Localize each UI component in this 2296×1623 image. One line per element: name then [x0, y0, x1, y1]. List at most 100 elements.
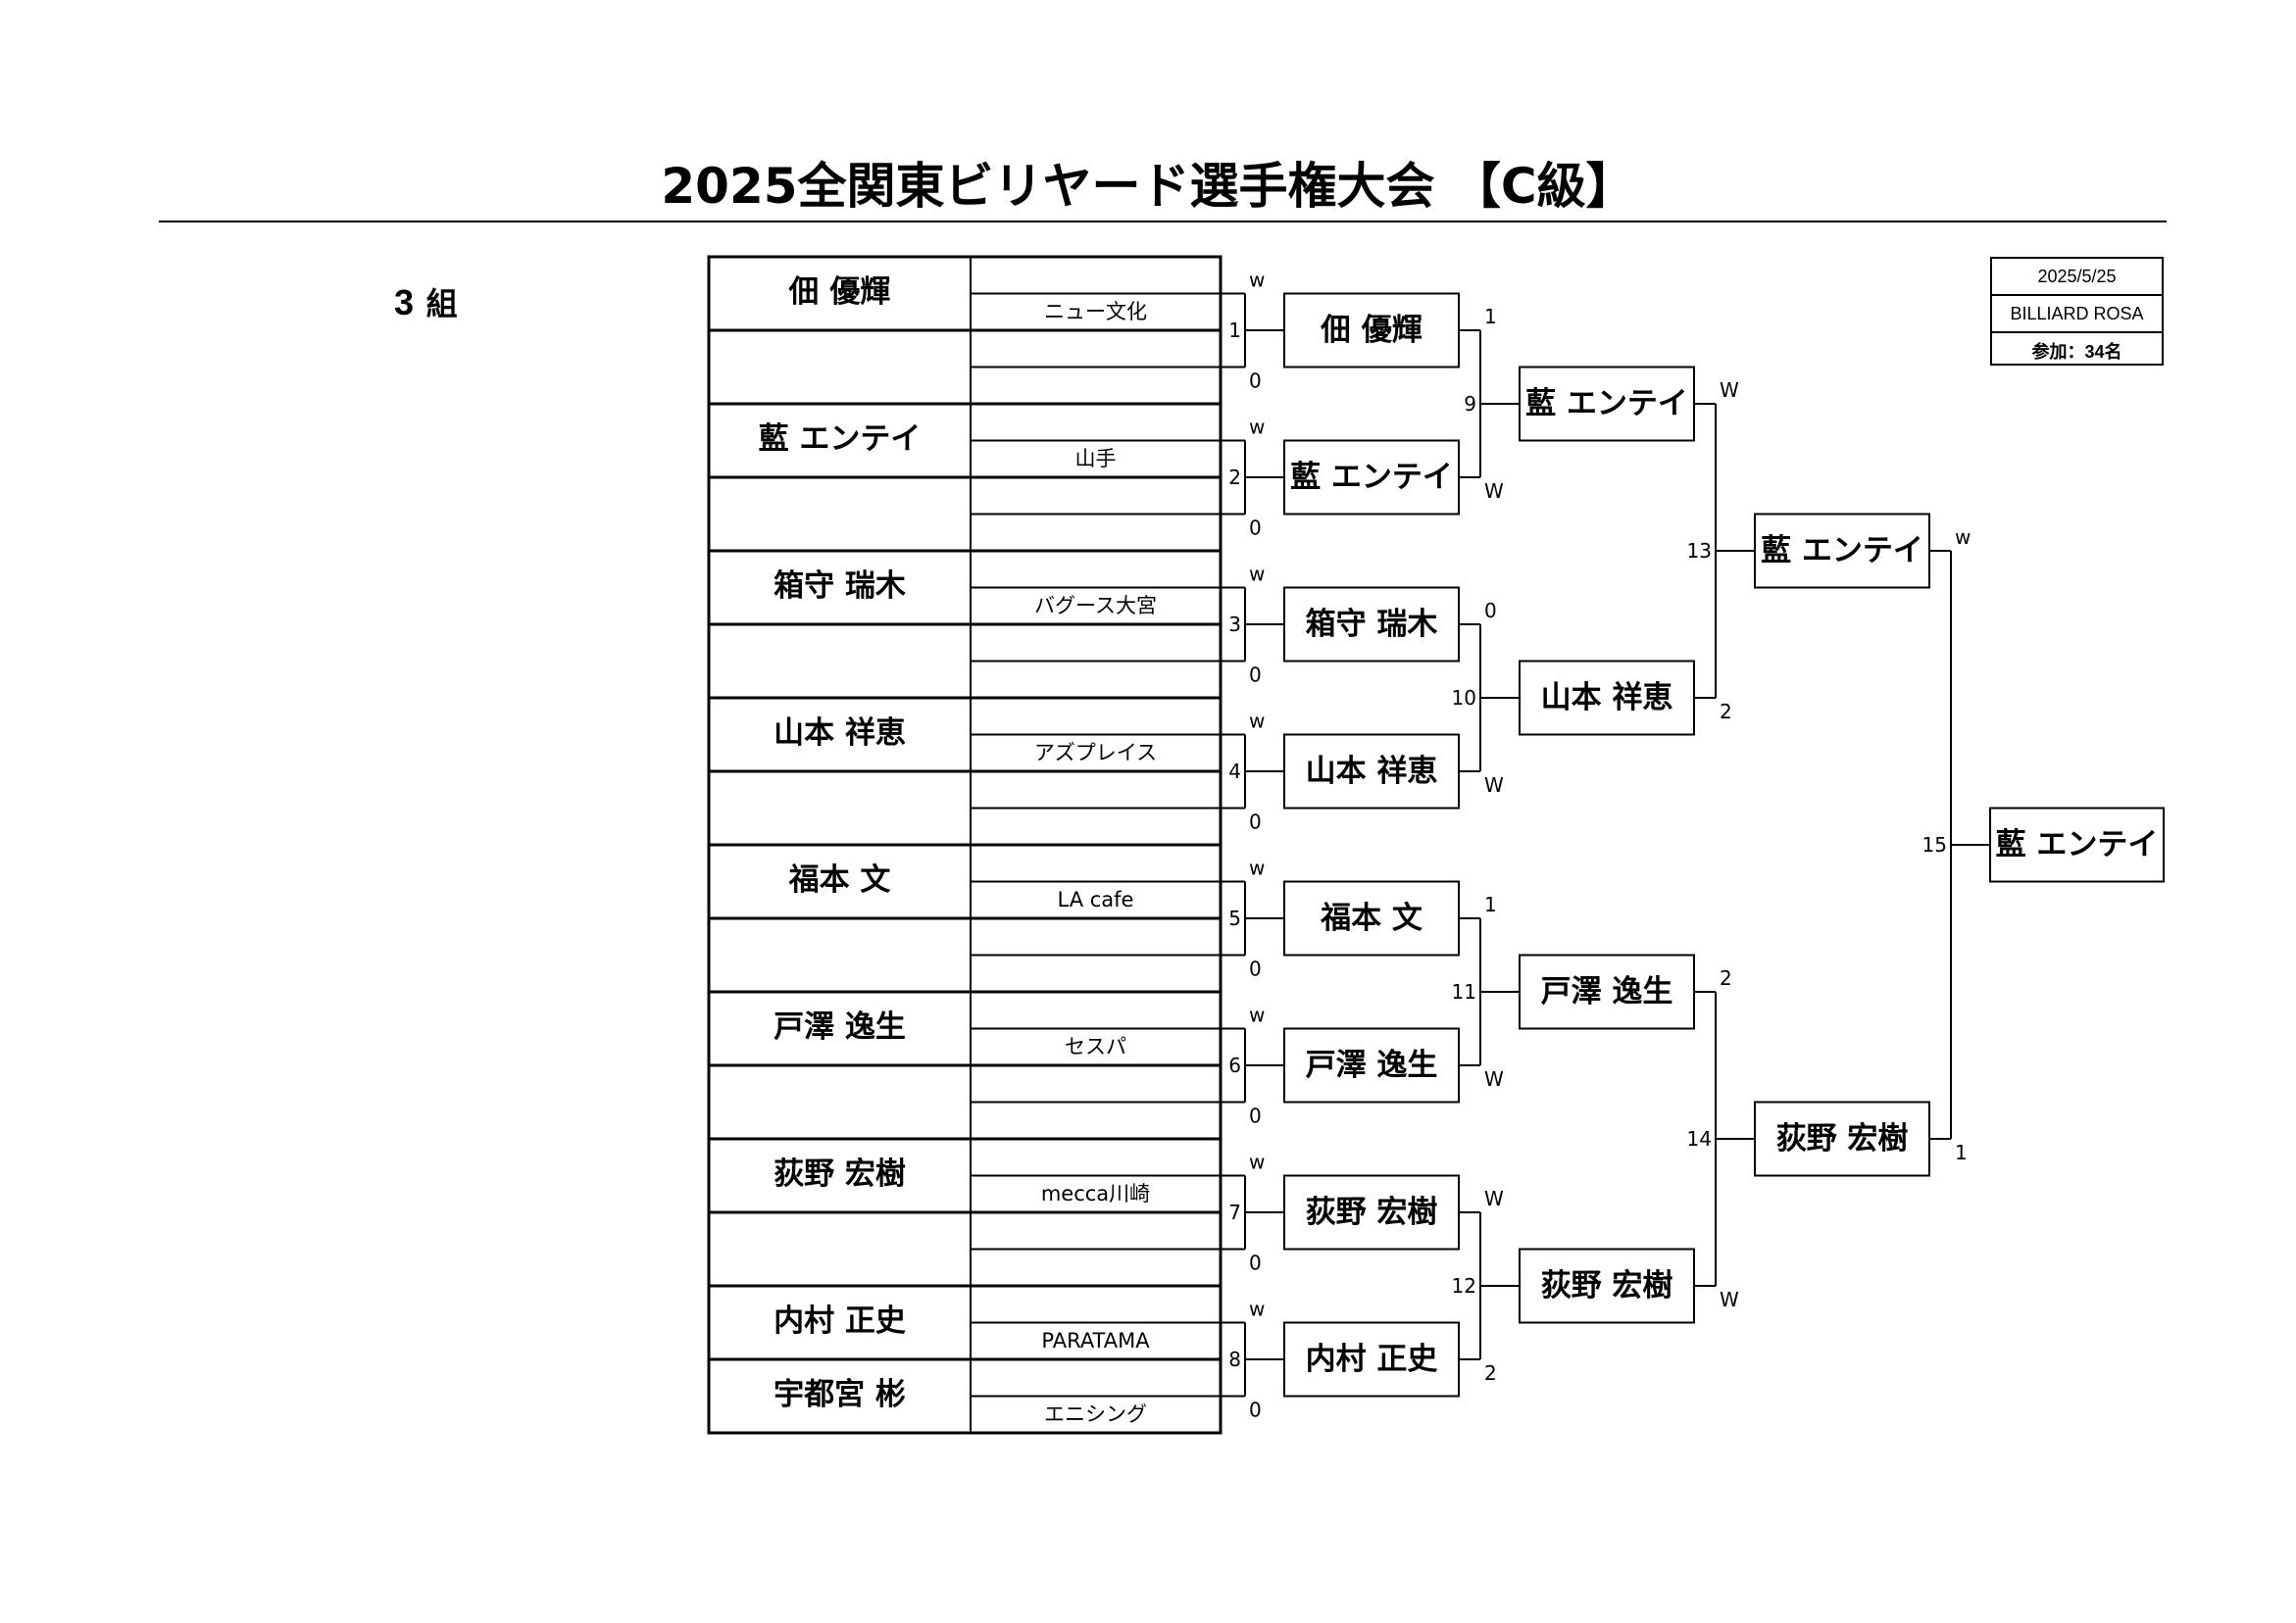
match-number: 9	[1464, 392, 1476, 416]
player-club: バグース大宮	[1034, 594, 1157, 617]
winner-name: 藍 エンテイ	[1761, 533, 1923, 568]
match-score: W	[1484, 773, 1504, 797]
player-club: 山手	[1075, 447, 1117, 470]
match-score: w	[1249, 1298, 1265, 1321]
match-score: 0	[1484, 599, 1497, 622]
winner-name: 山本 祥恵	[1541, 680, 1673, 715]
winner-name: 藍 エンテイ	[1525, 386, 1688, 421]
player-club: ニュー文化	[1044, 300, 1147, 323]
info-date: 2025/5/25	[1992, 259, 2162, 296]
match-number: 13	[1687, 539, 1712, 563]
page-title: 2025全関東ビリヤード選手権大会 【C級】	[661, 158, 1635, 215]
match-score: W	[1484, 1187, 1504, 1210]
winner-box	[1283, 1321, 1460, 1398]
winner-name: 藍 エンテイ	[1290, 460, 1453, 495]
match-score: w	[1249, 1151, 1265, 1174]
player-club: mecca川崎	[1041, 1182, 1150, 1205]
winner-name: 荻野 宏樹	[1541, 1268, 1673, 1303]
player-club: LA cafe	[1058, 888, 1134, 911]
match-score: W	[1720, 378, 1739, 402]
match-score: w	[1249, 1004, 1265, 1027]
match-number: 10	[1452, 686, 1476, 710]
match-score: W	[1720, 1288, 1739, 1311]
match-number: 14	[1687, 1127, 1712, 1151]
winner-name: 荻野 宏樹	[1776, 1121, 1909, 1156]
winner-box	[1283, 733, 1460, 810]
group-label: 3 組	[394, 279, 458, 324]
match-number: 15	[1922, 833, 1947, 857]
match-number: 11	[1452, 980, 1476, 1004]
winner-box	[1519, 954, 1695, 1030]
info-venue: BILLIARD ROSA	[1992, 296, 2162, 333]
winner-name: 藍 エンテイ	[1996, 827, 2159, 862]
match-score: w	[1955, 525, 1971, 549]
winner-box	[1989, 807, 2165, 883]
player-name: 内村 正史	[774, 1303, 906, 1339]
match-score: w	[1249, 563, 1265, 586]
match-score: 1	[1955, 1141, 1968, 1164]
winner-name: 荻野 宏樹	[1306, 1195, 1438, 1230]
match-number: 4	[1228, 760, 1241, 783]
player-name: 福本 文	[788, 862, 891, 898]
match-score: w	[1249, 857, 1265, 880]
winner-box	[1754, 513, 1930, 589]
match-score: 1	[1484, 893, 1497, 916]
winner-name: 佃 優輝	[1320, 313, 1423, 348]
match-score: 0	[1249, 1252, 1262, 1275]
group-unit: 組	[425, 285, 458, 322]
match-score: W	[1484, 479, 1504, 503]
match-score: 0	[1249, 664, 1262, 687]
match-score: w	[1249, 269, 1265, 292]
winner-box	[1519, 660, 1695, 736]
match-number: 5	[1228, 907, 1241, 930]
match-score: 2	[1484, 1361, 1497, 1385]
match-number: 2	[1228, 466, 1241, 489]
match-number: 12	[1452, 1274, 1476, 1298]
player-name: 戸澤 逸生	[774, 1009, 906, 1045]
player-name: 山本 祥恵	[774, 715, 906, 751]
match-score: 2	[1720, 966, 1732, 990]
match-score: w	[1249, 710, 1265, 733]
winner-name: 福本 文	[1320, 901, 1423, 936]
winner-box	[1519, 1248, 1695, 1324]
group-number: 3	[394, 282, 415, 322]
winner-box	[1283, 1174, 1460, 1251]
match-number: 8	[1228, 1348, 1241, 1371]
player-club: PARATAMA	[1041, 1329, 1150, 1352]
match-score: 0	[1249, 1105, 1262, 1128]
match-number: 6	[1228, 1054, 1241, 1077]
player-name: 箱守 瑞木	[774, 568, 906, 604]
match-score: W	[1484, 1067, 1504, 1091]
winner-name: 戸澤 逸生	[1306, 1048, 1438, 1083]
player-name: 藍 エンテイ	[759, 421, 922, 457]
match-score: 0	[1249, 1399, 1262, 1422]
match-score: 0	[1249, 369, 1262, 393]
match-score: 2	[1720, 700, 1732, 723]
winner-box	[1754, 1101, 1930, 1177]
player-club: エニシング	[1044, 1402, 1147, 1426]
match-score: 0	[1249, 811, 1262, 834]
title-underline	[159, 221, 2167, 222]
match-score: 0	[1249, 516, 1262, 540]
player-name: 荻野 宏樹	[774, 1156, 906, 1192]
match-number: 1	[1228, 319, 1241, 342]
match-number: 3	[1228, 613, 1241, 636]
match-score: 1	[1484, 305, 1497, 328]
winner-name: 箱守 瑞木	[1306, 607, 1438, 642]
winner-name: 戸澤 逸生	[1541, 974, 1673, 1009]
player-name: 宇都宮 彬	[774, 1377, 906, 1412]
winner-box	[1283, 1027, 1460, 1104]
winner-name: 山本 祥恵	[1306, 754, 1438, 789]
match-score: w	[1249, 416, 1265, 439]
player-name: 佃 優輝	[788, 274, 891, 310]
player-club: アズプレイス	[1034, 741, 1157, 764]
winner-name: 内村 正史	[1306, 1342, 1438, 1377]
info-participants: 参加：34名	[2031, 342, 2122, 362]
match-number: 7	[1228, 1201, 1241, 1224]
winner-box	[1283, 880, 1460, 957]
winner-box	[1283, 292, 1460, 369]
match-score: 0	[1249, 958, 1262, 981]
player-club: セスパ	[1065, 1035, 1126, 1058]
info-box: 2025/5/25 BILLIARD ROSA 参加：34名	[1990, 257, 2164, 366]
